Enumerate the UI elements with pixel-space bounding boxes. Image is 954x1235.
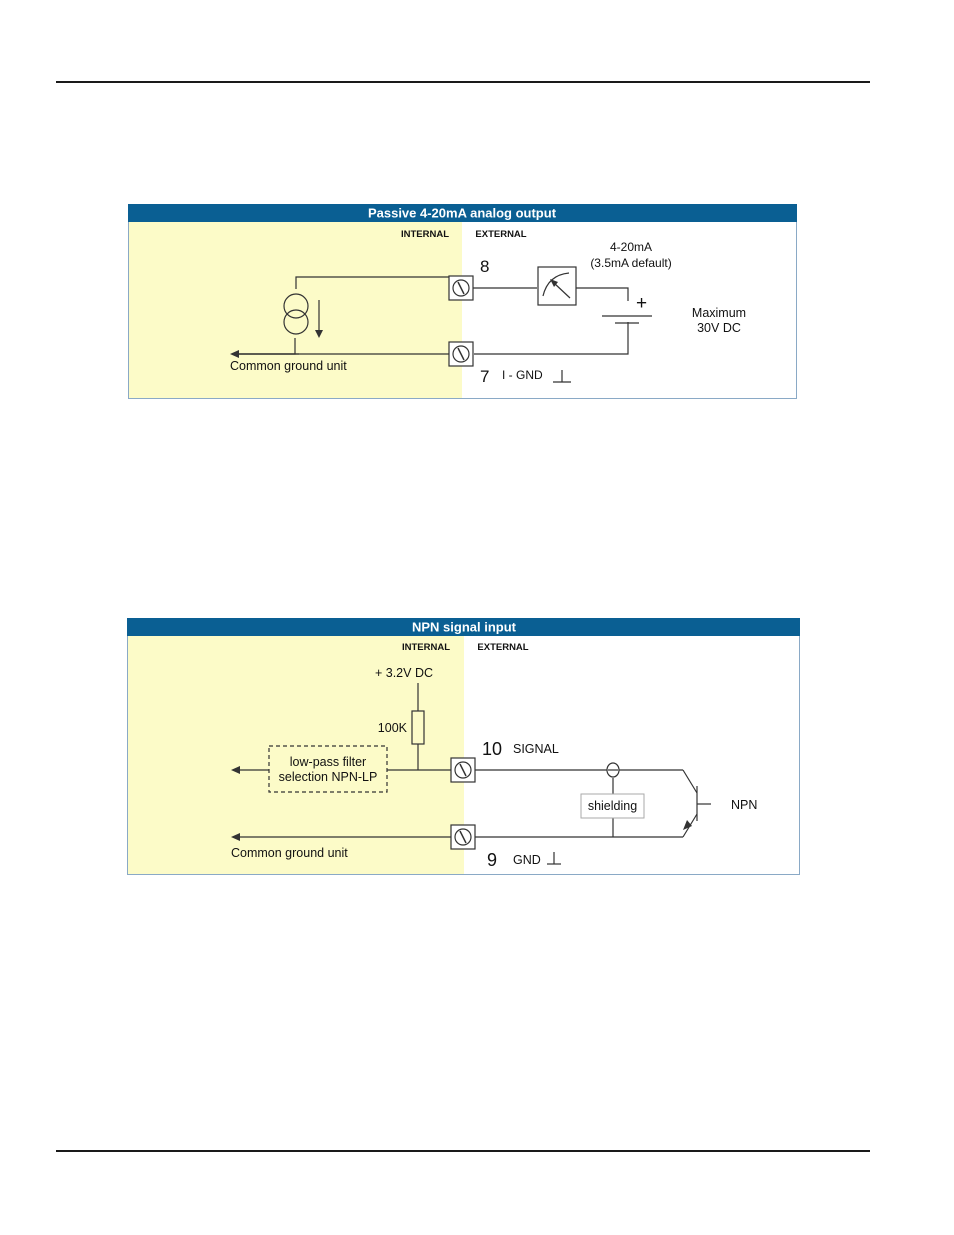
external-label: EXTERNAL xyxy=(477,642,528,653)
terminal-8 xyxy=(449,276,473,300)
resistor-label: 100K xyxy=(378,721,408,735)
diagram-npn-signal-input: NPN signal input INTERNAL EXTERNAL + 3.2… xyxy=(127,618,801,876)
signal-label: SIGNAL xyxy=(513,742,559,756)
diagram-title: NPN signal input xyxy=(412,620,517,635)
npn-signal-input-svg: NPN signal input INTERNAL EXTERNAL + 3.2… xyxy=(127,618,801,876)
internal-label: INTERNAL xyxy=(402,642,450,653)
npn-label: NPN xyxy=(731,798,757,812)
diagram-passive-analog-output: Passive 4-20mA analog output INTERNAL EX… xyxy=(128,204,798,400)
supply-label-2: 30V DC xyxy=(697,321,741,335)
terminal-9-number: 9 xyxy=(487,850,497,870)
terminal-10 xyxy=(451,758,475,782)
meter-label-2: (3.5mA default) xyxy=(590,256,671,270)
shield-icon xyxy=(607,763,619,777)
resistor-icon xyxy=(412,711,424,744)
supply-label: + 3.2V DC xyxy=(375,666,433,680)
terminal-7 xyxy=(449,342,473,366)
terminal-9 xyxy=(451,825,475,849)
gnd-label: GND xyxy=(513,853,541,867)
supply-label-1: Maximum xyxy=(692,306,746,320)
filter-label-2: selection NPN-LP xyxy=(279,770,378,784)
passive-analog-output-svg: Passive 4-20mA analog output INTERNAL EX… xyxy=(128,204,798,400)
terminal-7-number: 7 xyxy=(480,367,489,386)
shielding-label: shielding xyxy=(588,799,637,813)
header-rule xyxy=(56,81,870,83)
external-label: EXTERNAL xyxy=(475,229,526,240)
terminal-10-number: 10 xyxy=(482,739,502,759)
gnd-label: I - GND xyxy=(502,368,543,382)
ammeter-icon xyxy=(538,267,576,305)
diagram-title: Passive 4-20mA analog output xyxy=(368,206,557,221)
internal-label: INTERNAL xyxy=(401,229,449,240)
filter-label-1: low-pass filter xyxy=(290,755,366,769)
common-ground-label: Common ground unit xyxy=(230,359,347,373)
terminal-8-number: 8 xyxy=(480,257,489,276)
meter-label-1: 4-20mA xyxy=(610,240,652,254)
common-ground-label: Common ground unit xyxy=(231,846,348,860)
plus-sign: + xyxy=(636,293,647,314)
footer-rule xyxy=(56,1150,870,1152)
